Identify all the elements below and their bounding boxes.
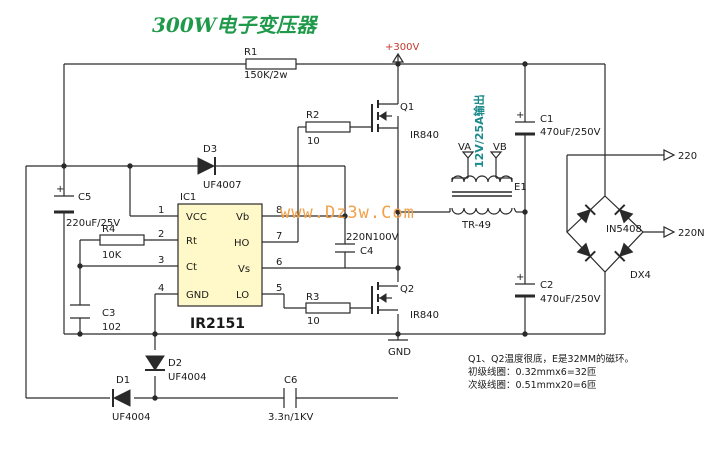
r1-ref: R1 bbox=[244, 47, 257, 58]
watermark-text: www.Dz3w.Com bbox=[280, 203, 415, 223]
r4-value: 10K bbox=[102, 250, 122, 261]
transformer-ref: E1 bbox=[514, 182, 527, 193]
capacitor-c2: + bbox=[515, 272, 535, 298]
diagram-title: 300W电子变压器 bbox=[152, 13, 318, 37]
r3-value: 10 bbox=[307, 316, 320, 327]
capacitor-c6 bbox=[283, 388, 297, 408]
transformer-value: TR-49 bbox=[461, 220, 491, 231]
bridge-rectifier bbox=[566, 195, 644, 273]
wires bbox=[25, 63, 664, 399]
svg-text:+: + bbox=[56, 184, 64, 195]
va-terminal bbox=[461, 151, 475, 159]
c6-value: 3.3n/1KV bbox=[268, 412, 314, 423]
vb-label: VB bbox=[493, 142, 507, 153]
note-line: 次级线圈：0.51mmx20=6匝 bbox=[468, 379, 597, 391]
bridge-value: IN5408 bbox=[606, 224, 642, 235]
ic-pin-number: 1 bbox=[158, 205, 164, 216]
d2-value: UF4004 bbox=[168, 372, 207, 383]
c6-ref: C6 bbox=[284, 375, 297, 386]
ac-terminal-220-label: 220 bbox=[678, 151, 697, 162]
ic-ir2151 bbox=[177, 203, 263, 307]
d3-value: UF4007 bbox=[203, 180, 242, 191]
d2-ref: D2 bbox=[168, 358, 182, 369]
capacitor-c1: + bbox=[515, 110, 535, 136]
ic-pin-name: Vs bbox=[238, 264, 250, 275]
ic-pin-number: 7 bbox=[276, 231, 282, 242]
ac-terminal-220n bbox=[663, 226, 676, 238]
ic-pin-name: Vb bbox=[236, 212, 249, 223]
junction-dots bbox=[61, 61, 528, 401]
ic-pin-number: 4 bbox=[158, 283, 164, 294]
ic-pin-name: HO bbox=[234, 238, 250, 249]
ic-pins-left: 1 VCC 2 Rt 3 Ct 4 GND bbox=[158, 205, 209, 301]
c2-ref: C2 bbox=[540, 280, 553, 291]
note-line: 初级线圈：0.32mmx6=32匝 bbox=[468, 366, 597, 378]
ic-pin-name: VCC bbox=[186, 212, 207, 223]
c5-ref: C5 bbox=[78, 192, 91, 203]
ic-pin-name: GND bbox=[186, 290, 209, 301]
capacitor-c4 bbox=[335, 243, 355, 253]
r1-value: 150K/2w bbox=[244, 70, 288, 81]
ic-part-label: IR2151 bbox=[190, 316, 245, 332]
ac-terminal-220n-label: 220N bbox=[678, 228, 705, 239]
q1-ref: Q1 bbox=[400, 102, 414, 113]
ac-terminal-220 bbox=[663, 149, 676, 161]
resistor-r1 bbox=[245, 58, 297, 70]
ic-pin-number: 5 bbox=[276, 283, 282, 294]
diode-d1 bbox=[112, 389, 131, 407]
resistor-r3 bbox=[305, 302, 351, 314]
va-label: VA bbox=[458, 142, 471, 153]
ic-pins-right: 8 Vb 7 HO 6 Vs 5 LO bbox=[234, 205, 282, 301]
svg-text:+: + bbox=[516, 110, 524, 121]
d1-ref: D1 bbox=[116, 375, 130, 386]
svg-text:+: + bbox=[516, 272, 524, 283]
ic-pin-number: 2 bbox=[158, 229, 164, 240]
c4-ref: C4 bbox=[360, 246, 373, 257]
q1-value: IR840 bbox=[410, 130, 439, 141]
r3-ref: R3 bbox=[306, 292, 319, 303]
d3-ref: D3 bbox=[203, 144, 217, 155]
diode-d3 bbox=[194, 157, 222, 175]
c5-value: 220uF/25V bbox=[66, 218, 120, 229]
gnd-label: GND bbox=[388, 347, 411, 358]
c3-ref: C3 bbox=[102, 308, 115, 319]
ic-pin-name: Ct bbox=[186, 262, 197, 273]
note-line: Q1、Q2温度很底，E是32MM的磁环。 bbox=[468, 353, 634, 365]
c3-value: 102 bbox=[102, 322, 121, 333]
resistor-r4 bbox=[99, 234, 145, 246]
bridge-ref: DX4 bbox=[630, 270, 651, 281]
d1-value: UF4004 bbox=[112, 412, 151, 423]
transformer-tr49 bbox=[449, 175, 517, 215]
c1-ref: C1 bbox=[540, 114, 553, 125]
r4-ref: R4 bbox=[102, 224, 115, 235]
q2-value: IR840 bbox=[410, 310, 439, 321]
ic-pin-name: Rt bbox=[186, 236, 197, 247]
plus-300v-label: +300V bbox=[385, 42, 419, 53]
r2-ref: R2 bbox=[306, 110, 319, 121]
vb-terminal bbox=[489, 151, 503, 159]
capacitor-c3 bbox=[70, 304, 90, 319]
ic-pin-number: 3 bbox=[158, 255, 164, 266]
mosfet-q2 bbox=[371, 282, 398, 314]
ic-pin-name: LO bbox=[236, 290, 249, 301]
mosfet-q1 bbox=[371, 100, 399, 132]
c1-value: 470uF/250V bbox=[540, 127, 601, 138]
ic-pin-number: 6 bbox=[276, 257, 282, 268]
c4-value: 220N100V bbox=[346, 232, 399, 243]
r2-value: 10 bbox=[307, 136, 320, 147]
ic-pin-number: 8 bbox=[276, 205, 282, 216]
resistor-r2 bbox=[305, 121, 351, 133]
q2-ref: Q2 bbox=[400, 284, 414, 295]
output-label: 12V/25A输出 bbox=[472, 94, 486, 168]
diode-d2 bbox=[145, 355, 165, 371]
ic-ref-label: IC1 bbox=[180, 192, 196, 203]
c2-value: 470uF/250V bbox=[540, 294, 601, 305]
capacitor-c5: + bbox=[54, 184, 74, 214]
